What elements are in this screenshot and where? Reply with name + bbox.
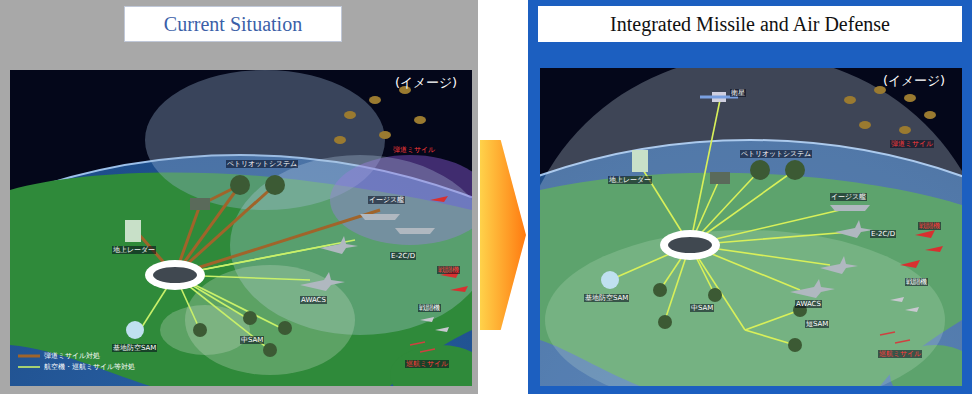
image-note: (イメージ) [395, 74, 457, 92]
legend-text: 航空機・巡航ミサイル等対処 [44, 363, 135, 371]
legend-text: 弾道ミサイル対処 [44, 352, 100, 360]
block-arrow [480, 140, 526, 330]
unit-label: 中SAM [690, 304, 714, 312]
unit-label: AWACS [795, 300, 822, 308]
unit-label: 地上レーダー [112, 246, 156, 254]
unit-label: 巡航ミサイル [878, 350, 922, 358]
legend-sample [18, 355, 40, 358]
legend-sample [18, 366, 40, 368]
unit-label: 弾道ミサイル [890, 140, 934, 148]
unit-label: 衛星 [730, 89, 746, 97]
unit-label: E-2C/D [390, 252, 416, 260]
unit-label: 戦闘機 [905, 278, 928, 286]
unit-label: 弾道ミサイル [392, 146, 436, 154]
unit-label: ペトリオットシステム [740, 150, 812, 158]
unit-label: 巡航ミサイル [405, 360, 449, 368]
unit-label: 戦闘機 [918, 222, 941, 230]
unit-label: 戦闘機 [418, 304, 441, 312]
unit-label: イージス艦 [830, 193, 867, 201]
unit-label: E-2C/D [870, 230, 896, 238]
unit-label: 戦闘機 [437, 266, 460, 274]
unit-label: ペトリオットシステム [226, 160, 298, 168]
unit-label: 基地防空SAM [584, 294, 629, 302]
panel: Current Situation (イメージ) [0, 0, 478, 394]
unit-label: 地上レーダー [608, 176, 652, 184]
unit-label: 短SAM [805, 320, 829, 328]
image-note: (イメージ) [883, 72, 945, 90]
unit-label: 中SAM [240, 336, 264, 344]
panel: Integrated Missile and Air Defense (イメージ) [528, 0, 972, 394]
unit-label: 基地防空SAM [112, 344, 157, 352]
unit-label: AWACS [300, 296, 327, 304]
panel-title: Integrated Missile and Air Defense [538, 6, 962, 42]
unit-label: イージス艦 [368, 196, 405, 204]
panel-title: Current Situation [124, 6, 342, 42]
